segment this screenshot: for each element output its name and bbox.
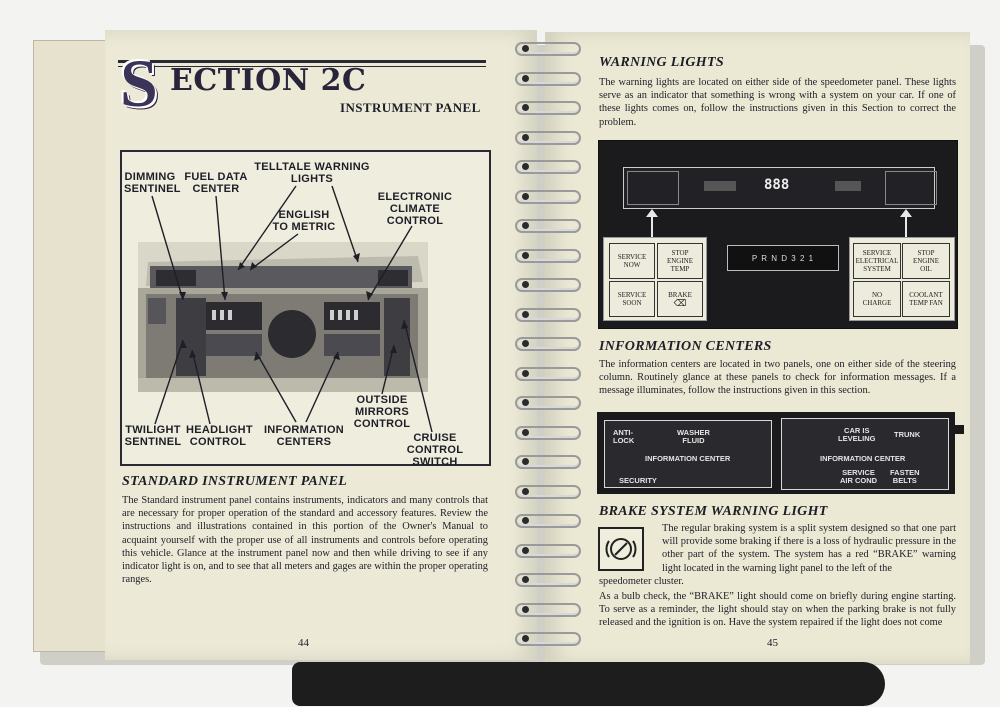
spiral-hole: [522, 546, 529, 554]
spiral-hole: [522, 222, 529, 229]
spiral-hole: [522, 517, 529, 524]
dashboard-illustration: [138, 242, 428, 392]
spiral-coil: [515, 278, 581, 292]
lamp-brake: BRAKE⌫: [657, 281, 703, 317]
spiral-coil: [515, 455, 581, 469]
thumb-index-marker: [955, 425, 964, 434]
standard-panel-heading: STANDARD INSTRUMENT PANEL: [122, 474, 348, 489]
spiral-hole: [522, 163, 529, 170]
section-subtitle: INSTRUMENT PANEL: [340, 100, 481, 115]
spiral-coil: [515, 632, 581, 646]
spiral-hole: [522, 45, 529, 52]
gear-indicator: P R N D 3 2 1: [727, 245, 839, 271]
brake-system-text-2: As a bulb check, the “BRAKE” light shoul…: [599, 591, 956, 629]
spiral-hole: [522, 576, 529, 583]
spiral-coil: [515, 307, 581, 322]
spiral-hole: [522, 251, 529, 259]
spiral-coil: [515, 337, 581, 351]
brake-warning-icon: [598, 527, 644, 571]
section-rule-thin: [118, 66, 486, 67]
spiral-hole: [522, 428, 529, 436]
spiral-coil: [515, 101, 581, 115]
spiral-hole: [522, 458, 529, 465]
spiral-coil: [515, 396, 581, 410]
spiral-hole: [522, 104, 529, 111]
spiral-coil: [515, 602, 581, 617]
speed-readout: 888: [764, 177, 790, 193]
spiral-hole: [522, 635, 529, 642]
spiral-hole: [522, 487, 529, 495]
spiral-coil: [515, 248, 581, 263]
spiral-hole: [522, 133, 529, 141]
warning-lights-heading: WARNING LIGHTS: [599, 55, 724, 70]
spiral-coil: [515, 219, 581, 233]
spiral-hole: [522, 369, 529, 377]
spiral-coil: [515, 543, 581, 558]
page-number-left: 44: [298, 637, 309, 649]
page-number-right: 45: [767, 637, 778, 649]
warning-lights-text: The warning lights are located on either…: [599, 77, 956, 128]
spiral-coil: [515, 130, 581, 145]
spiral-coil: [515, 366, 581, 381]
spiral-coil: [515, 160, 581, 174]
spiral-coil: [515, 425, 581, 440]
section-title: ECTION 2C: [170, 63, 367, 98]
spiral-hole: [522, 281, 529, 288]
spiral-hole: [522, 605, 529, 613]
section-initial: S: [120, 45, 158, 121]
spiral-coil: [515, 71, 581, 86]
information-centers-heading: INFORMATION CENTERS: [599, 339, 772, 354]
standard-panel-text: The Standard instrument panel contains i…: [122, 495, 488, 586]
spiral-coil: [515, 189, 581, 204]
section-rule: [118, 60, 486, 63]
spiral-hole: [522, 192, 529, 200]
brake-system-heading: BRAKE SYSTEM WARNING LIGHT: [599, 504, 828, 519]
spiral-hole: [522, 399, 529, 406]
spiral-hole: [522, 310, 529, 318]
spiral-coil: [515, 514, 581, 528]
brake-system-text-cont: speedometer cluster.: [599, 576, 684, 587]
spiral-coil: [515, 42, 581, 56]
information-centers-text: The information centers are located in t…: [599, 359, 956, 397]
spine-bar: [292, 662, 885, 706]
spiral-coil: [515, 573, 581, 587]
spiral-coil: [515, 484, 581, 499]
brake-system-text: The regular braking system is a split sy…: [662, 523, 956, 574]
spiral-hole: [522, 74, 529, 82]
spiral-hole: [522, 340, 529, 347]
